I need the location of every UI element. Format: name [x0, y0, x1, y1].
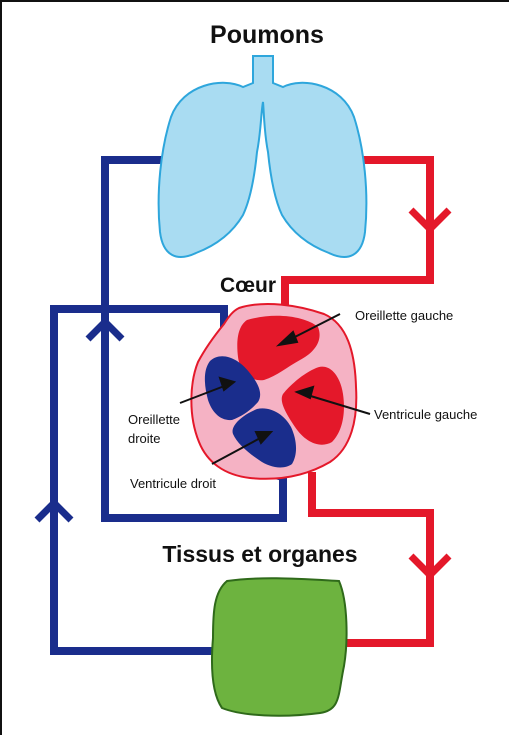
- left-ventricle-label: Ventricule gauche: [374, 407, 477, 422]
- right-atrium-label-line2: droite: [128, 431, 161, 446]
- tissues-shape: [212, 578, 347, 715]
- heart-title: Cœur: [220, 274, 276, 297]
- lungs-title: Poumons: [210, 21, 324, 49]
- right-ventricle-label: Ventricule droit: [130, 476, 216, 491]
- lungs-shape: [159, 56, 367, 257]
- tissues-title: Tissus et organes: [162, 541, 357, 567]
- left-atrium-label: Oreillette gauche: [355, 308, 453, 323]
- right-atrium-label-line1: Oreillette: [128, 412, 180, 427]
